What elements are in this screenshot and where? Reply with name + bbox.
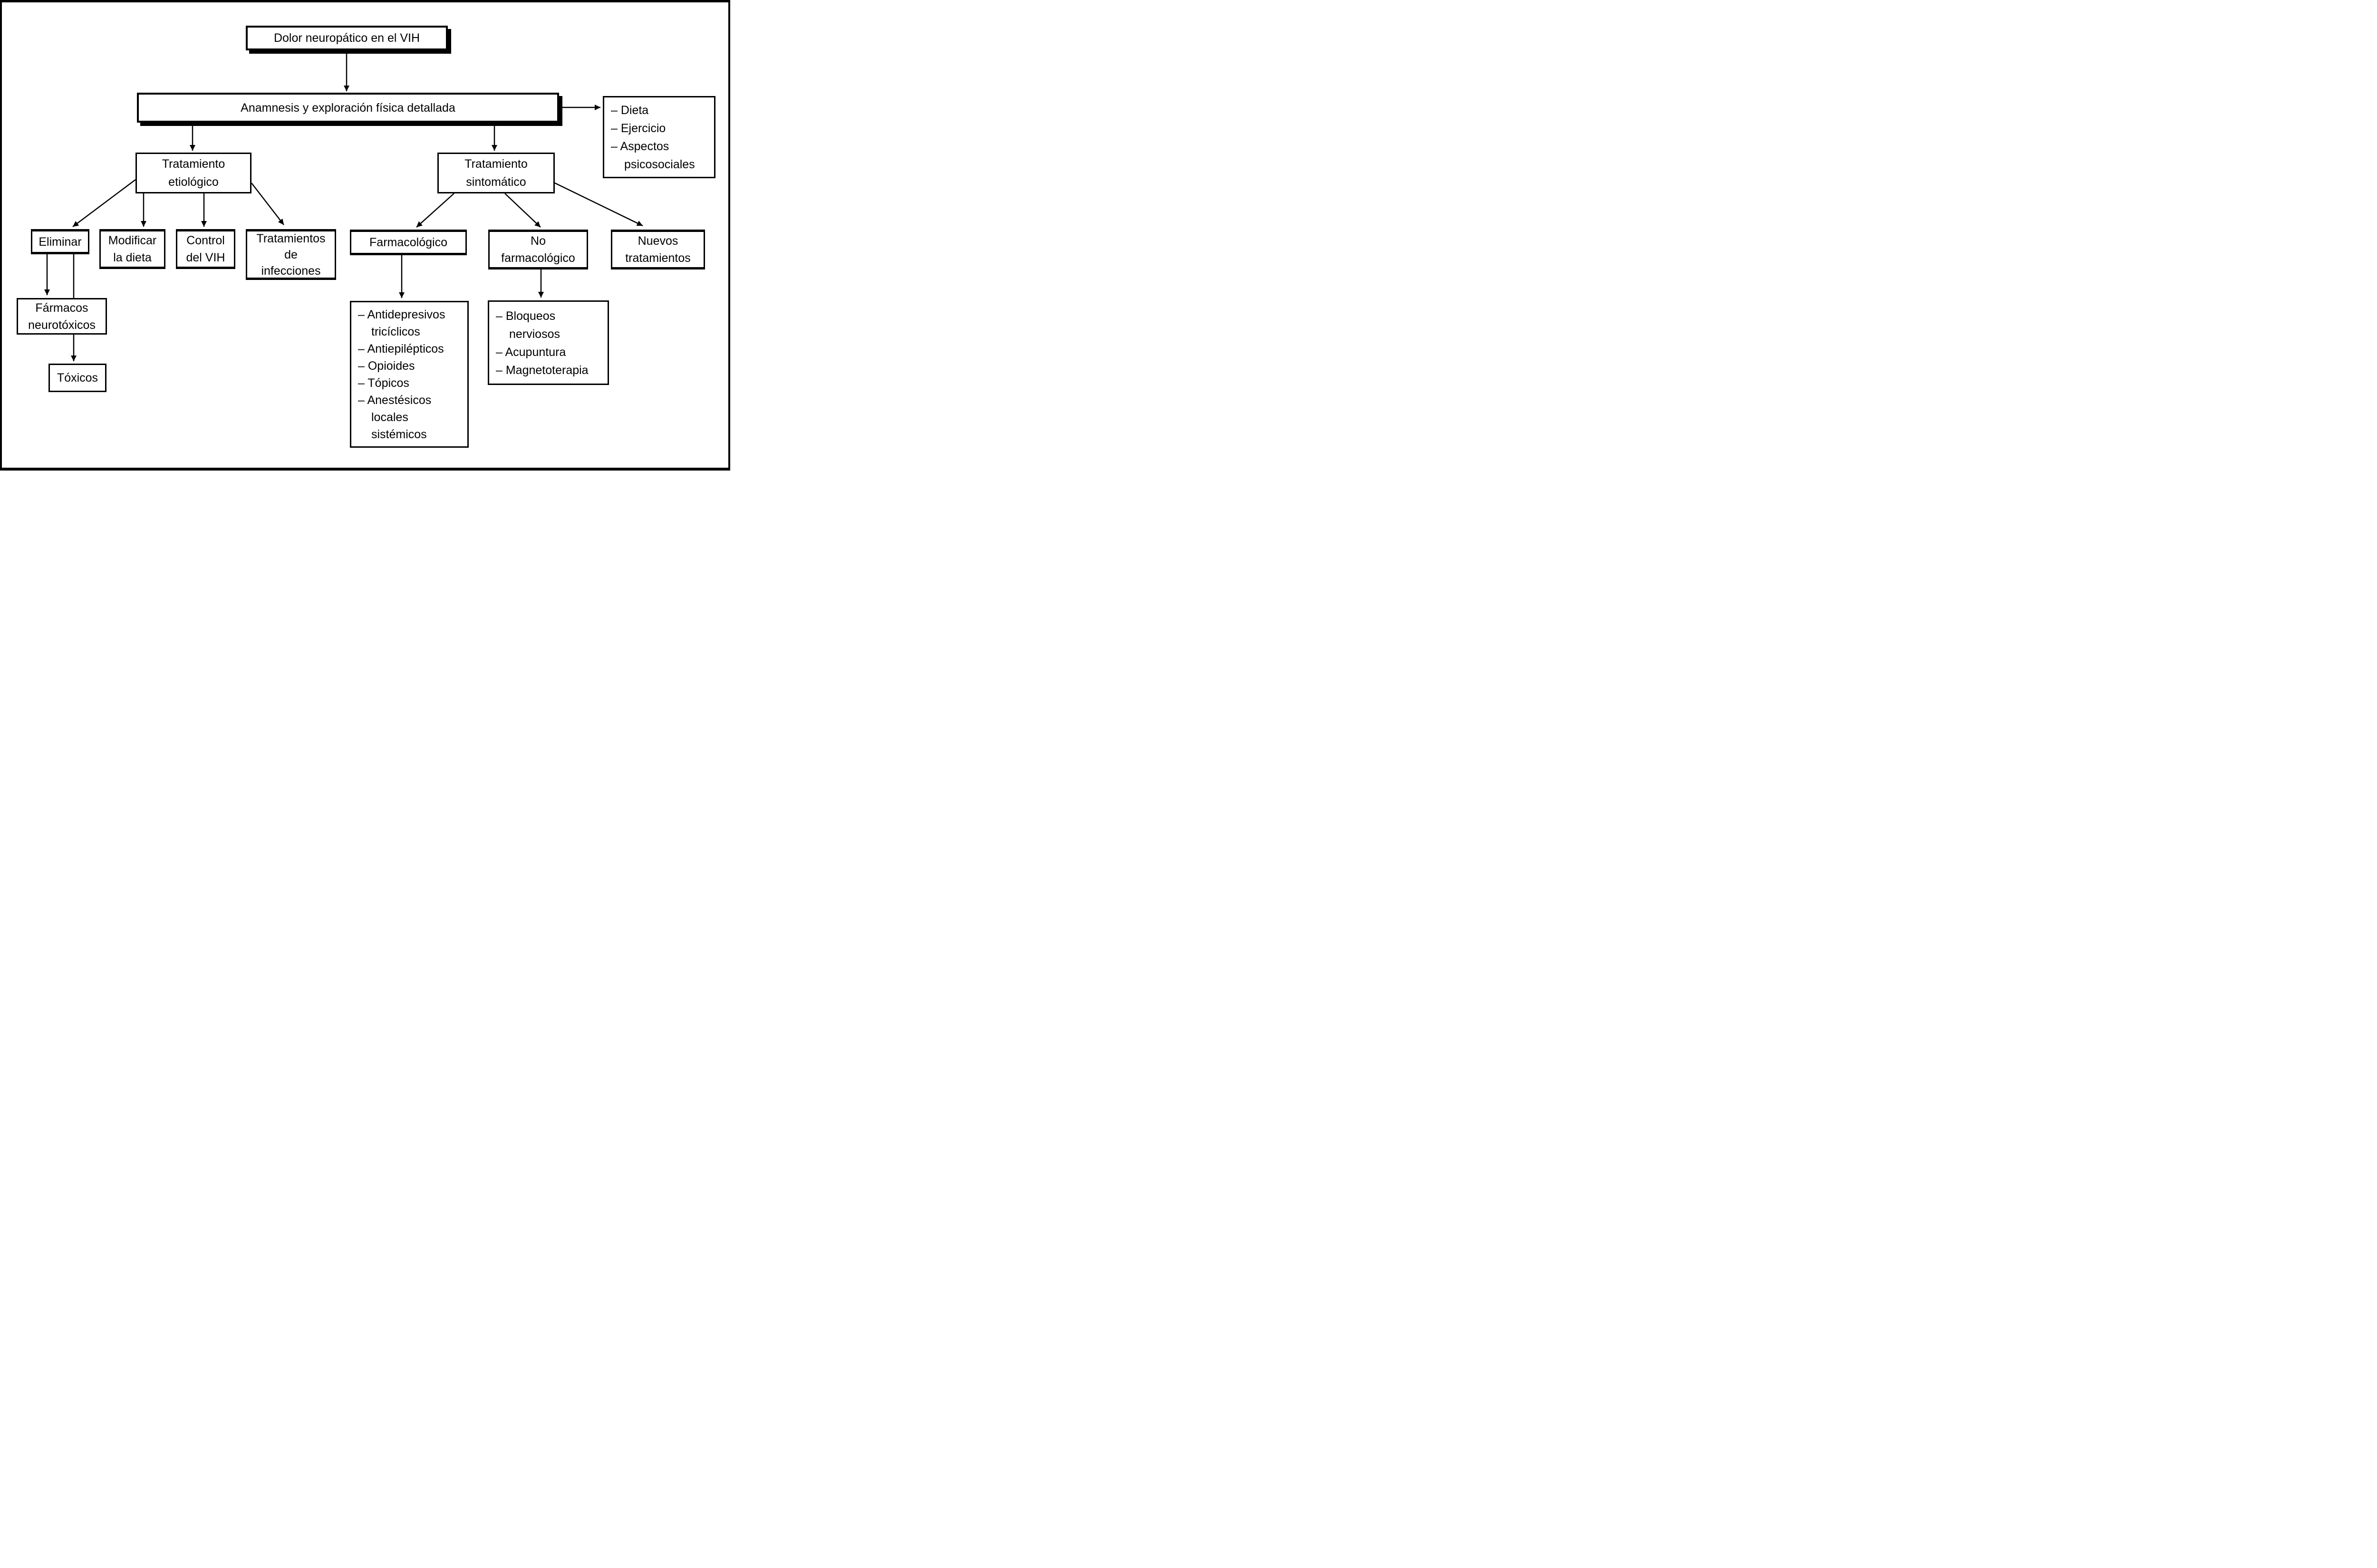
title-box: Dolor neuropático en el VIH [246, 26, 448, 50]
farmacologico-box: Farmacológico [350, 230, 467, 255]
infecciones-label-line3: infecciones [261, 264, 321, 278]
general-measures-box: – Dieta – Ejercicio – Aspectos psicosoci… [603, 96, 715, 178]
general-measures-item-psicosociales: psicosociales [624, 158, 695, 171]
etiologico-label-line2: etiológico [168, 175, 219, 189]
infecciones-box: Tratamientos de infecciones [246, 229, 336, 280]
arrow-etiologico-to-infecciones [251, 183, 284, 225]
arrow-etiologico-to-eliminar [72, 179, 136, 227]
pharm-item-triciclicos: tricíclicos [371, 325, 420, 338]
etiologico-box: Tratamiento etiológico [135, 153, 251, 193]
general-measures-item-aspectos: – Aspectos [611, 140, 669, 153]
outer-frame [0, 0, 730, 471]
pharm-item-topicos: – Tópicos [358, 376, 409, 390]
nuevos-tratamientos-box: Nuevos tratamientos [611, 230, 705, 269]
arrow-sintomatico-to-farmacologico [416, 193, 454, 228]
control-label-line1: Control [186, 234, 225, 247]
general-measures-item-dieta: – Dieta [611, 104, 649, 117]
connector-arrows-layer [44, 54, 643, 361]
control-box: Control del VIH [176, 229, 235, 269]
sintomatico-label-line1: Tratamiento [464, 157, 528, 171]
control-label-line2: del VIH [186, 251, 225, 264]
pharm-item-antiepilepticos: – Antiepilépticos [358, 342, 444, 356]
pharm-list-box: – Antidepresivos tricíclicos – Antiepilé… [350, 301, 469, 448]
arrow-sintomatico-to-nofarmacologico [504, 193, 541, 228]
anamnesis-box: Anamnesis y exploración física detallada [137, 93, 559, 123]
nonpharm-item-nerviosos: nerviosos [509, 327, 560, 341]
nuevos-tratamientos-label-line2: tratamientos [625, 251, 691, 265]
farmacologico-label: Farmacológico [369, 236, 447, 249]
arrow-sintomatico-to-nuevos [554, 182, 643, 227]
nonpharm-list-box: – Bloqueos nerviosos – Acupuntura – Magn… [488, 300, 609, 385]
modificar-box: Modificar la dieta [99, 229, 165, 269]
etiologico-label-line1: Tratamiento [162, 157, 225, 171]
toxicos-box: Tóxicos [48, 364, 106, 392]
no-farmacologico-label-line1: No [531, 234, 546, 248]
nonpharm-item-magnetoterapia: – Magnetoterapia [496, 364, 589, 377]
nonpharm-item-acupuntura: – Acupuntura [496, 346, 566, 359]
nonpharm-item-bloqueos: – Bloqueos [496, 309, 556, 323]
farmacos-neurotoxicos-label-line1: Fármacos [35, 301, 88, 315]
general-measures-item-ejercicio: – Ejercicio [611, 122, 666, 135]
sintomatico-box: Tratamiento sintomático [437, 153, 555, 193]
eliminar-box: Eliminar [31, 229, 89, 254]
farmacos-neurotoxicos-box: Fármacos neurotóxicos [17, 298, 107, 335]
no-farmacologico-box: No farmacológico [488, 230, 588, 269]
farmacos-neurotoxicos-label-line2: neurotóxicos [28, 318, 96, 332]
anamnesis-label: Anamnesis y exploración física detallada [241, 101, 455, 115]
sintomatico-label-line2: sintomático [466, 175, 526, 189]
nuevos-tratamientos-label-line1: Nuevos [638, 234, 678, 248]
title-label: Dolor neuropático en el VIH [273, 31, 420, 45]
pharm-item-anestesicos: – Anestésicos [358, 394, 432, 407]
toxicos-label: Tóxicos [57, 371, 98, 385]
pharm-item-locales: locales [371, 411, 408, 424]
infecciones-label-line1: Tratamientos [256, 231, 326, 245]
infecciones-label-line2: de [284, 248, 298, 261]
modificar-label-line1: Modificar [108, 234, 157, 247]
flowchart-canvas: Dolor neuropático en el VIH Anamnesis y … [0, 0, 730, 471]
modificar-label-line2: la dieta [113, 251, 152, 264]
no-farmacologico-label-line2: farmacológico [501, 251, 575, 265]
pharm-item-opioides: – Opioides [358, 359, 415, 373]
pharm-item-antidepresivos: – Antidepresivos [358, 308, 445, 321]
pharm-item-sistemicos: sistémicos [371, 428, 427, 441]
eliminar-label: Eliminar [39, 235, 82, 249]
